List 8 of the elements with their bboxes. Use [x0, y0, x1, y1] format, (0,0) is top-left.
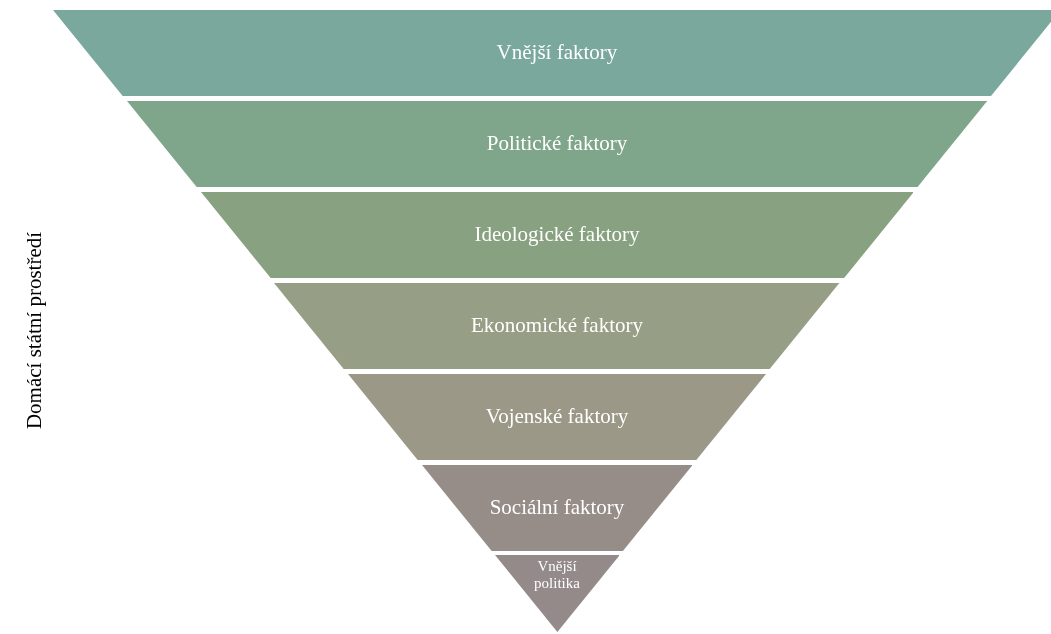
- band-label: Politické faktory: [485, 131, 629, 156]
- band-label: Vojenské faktory: [484, 404, 630, 429]
- band-label: Vnější faktory: [495, 40, 619, 65]
- side-label: Domácí státní prostředí: [22, 231, 48, 429]
- band-label: Sociální faktory: [488, 495, 626, 520]
- band-label: Vnější politika: [533, 558, 581, 592]
- band-label: Ideologické faktory: [473, 222, 641, 247]
- band-label: Ekonomické faktory: [469, 313, 644, 338]
